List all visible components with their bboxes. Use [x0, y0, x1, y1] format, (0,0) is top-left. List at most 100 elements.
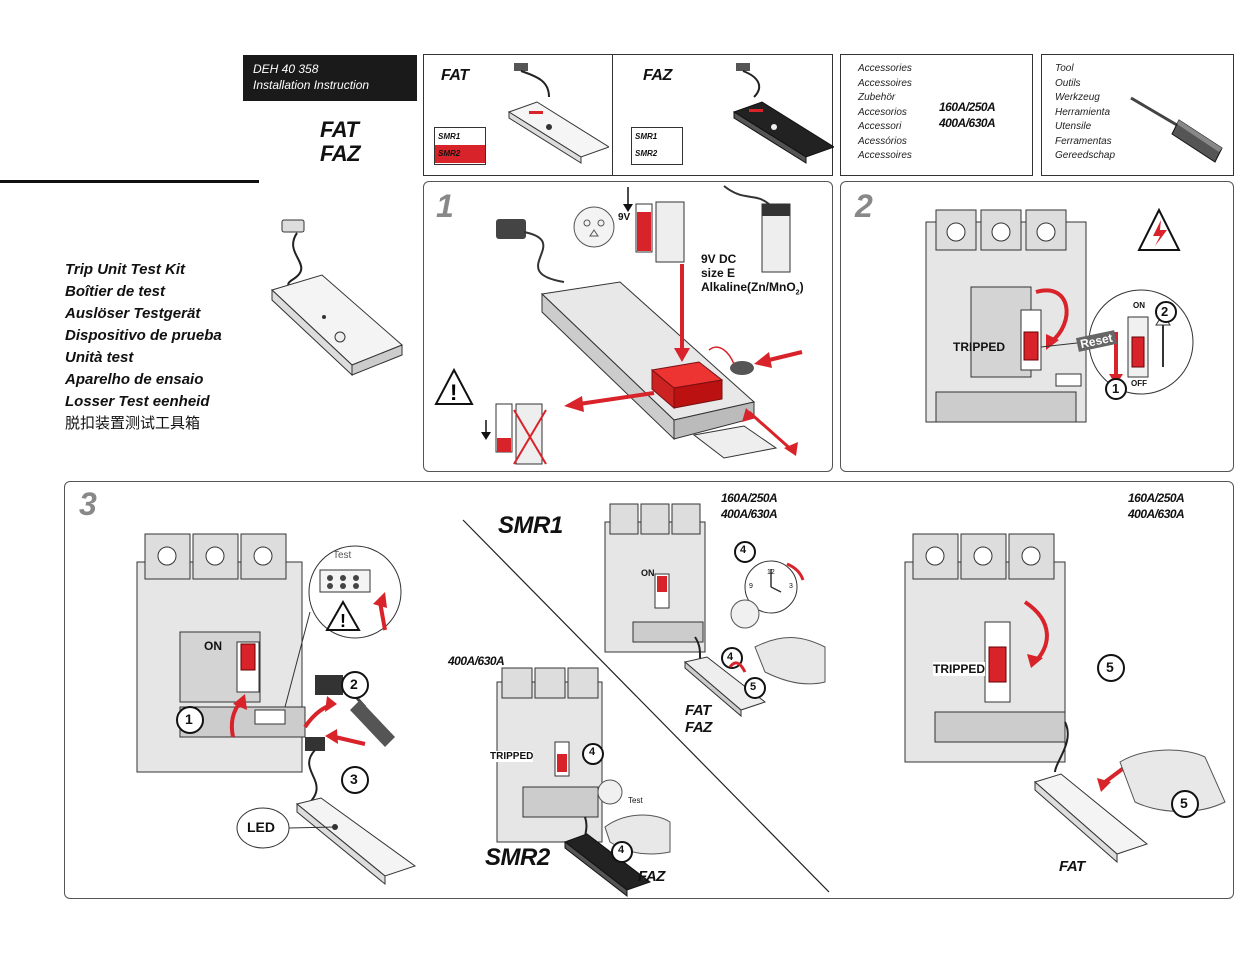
accessories-name: Accessoires: [858, 77, 912, 89]
smr1-on-label: ON: [641, 568, 655, 578]
tool-box: Tool Outils Werkzeug Herramienta Utensil…: [1041, 54, 1234, 176]
switch-off-label: OFF: [1131, 379, 1147, 388]
document-header: DEH 40 358 Installation Instruction: [243, 55, 417, 101]
kit-name-en: Trip Unit Test Kit: [65, 261, 185, 278]
product-box: FAT FAZ SMR1 SMR2 SMR1 SMR2: [423, 54, 834, 176]
right-ratings: 160A/250A 400A/630A: [1128, 490, 1185, 522]
right-fat-label: FAT: [1059, 858, 1085, 875]
smr2-tripped-label: TRIPPED: [490, 751, 534, 762]
battery-voltage-label: 9V: [618, 212, 631, 223]
document-type: Installation Instruction: [253, 78, 370, 92]
accessories-name: Accessori: [858, 121, 902, 132]
smr1-device-labels: FAT FAZ: [685, 702, 712, 736]
battery-spec-chem-end: ): [799, 280, 804, 294]
svg-text:!: !: [340, 611, 346, 631]
battery-spec-chemistry: Alkaline(Zn/MnO2): [701, 280, 804, 300]
product-divider: [612, 55, 613, 175]
accessories-name: Zubehör: [858, 92, 896, 103]
step3-number: 3: [79, 486, 97, 522]
fat-label: FAT: [441, 67, 469, 84]
tool-name: Werkzeug: [1055, 92, 1100, 103]
kit-name-de: Auslöser Testgerät: [65, 305, 201, 322]
smr2-callout-4-breaker: 4: [589, 746, 596, 758]
clock-12: 12: [767, 569, 775, 576]
smr1-rating-1: 160A/250A: [721, 491, 778, 505]
rating-160-250: 160A/250A: [939, 100, 996, 114]
step3-callout-3: 3: [350, 771, 358, 787]
clock-3: 3: [789, 583, 793, 590]
right-callout-5-breaker: 5: [1106, 659, 1114, 675]
battery-spec-voltage: 9V DC: [701, 252, 737, 266]
smr2-heading: SMR2: [485, 844, 550, 871]
smr1-callout-4-clock: 4: [740, 544, 747, 556]
step1-number: 1: [436, 188, 454, 224]
step2-number: 2: [855, 188, 873, 224]
step1-panel: 1 !: [423, 181, 833, 472]
smr1-faz-label: FAZ: [685, 719, 712, 736]
tool-names: Tool Outils Werkzeug Herramienta Utensil…: [1055, 62, 1115, 164]
step3-test-label: Test: [333, 550, 352, 561]
accessories-box: Accessories Accessoires Zubehör Accesori…: [840, 54, 1033, 176]
kit-name-list: Trip Unit Test Kit Boîtier de test Auslö…: [65, 259, 255, 435]
smr1-callout-4-hand: 4: [727, 651, 734, 663]
smr1-heading: SMR1: [498, 512, 563, 539]
screwdriver-icon: [1130, 96, 1223, 163]
clock-9: 9: [749, 583, 753, 590]
tool-name: Herramienta: [1055, 106, 1111, 118]
right-tripped-label: TRIPPED: [933, 662, 986, 676]
battery-spec-size: size E: [701, 266, 736, 280]
document-number: DEH 40 358: [253, 62, 319, 76]
led-label: LED: [247, 819, 275, 835]
smr1-ratings: 160A/250A 400A/630A: [721, 490, 778, 522]
kit-name-pt: Aparelho de ensaio: [65, 371, 204, 388]
step3-callout-2: 2: [350, 676, 358, 692]
switch-on-label: ON: [1133, 301, 1145, 310]
smr2-faz-label: FAZ: [638, 868, 665, 885]
accessories-name: Accessories: [858, 63, 912, 74]
tool-name: Outils: [1055, 77, 1081, 89]
tool-name: Ferramentas: [1055, 135, 1112, 147]
fat-smr1: SMR1: [438, 132, 461, 141]
faz-smr-selector: SMR1 SMR2: [631, 127, 683, 165]
test-kit-illustration: [271, 219, 403, 377]
accessories-names: Accessories Accessoires Zubehör Accesori…: [858, 62, 912, 164]
right-rating-1: 160A/250A: [1128, 491, 1185, 505]
step2-callout-2: 2: [1161, 304, 1169, 319]
title-faz: FAZ: [320, 141, 361, 166]
smr1-fat-label: FAT: [685, 702, 711, 719]
accessories-name: Accessoires: [858, 150, 912, 161]
fat-smr-selector: SMR1 SMR2: [434, 127, 486, 165]
title-rule: [0, 180, 259, 183]
tool-name: Tool: [1055, 63, 1074, 74]
tool-name: Utensile: [1055, 121, 1092, 132]
kit-name-fr: Boîtier de test: [65, 283, 166, 300]
step2-tripped-label: TRIPPED: [953, 340, 1006, 354]
step3-illustration: !: [136, 503, 1226, 898]
faz-label: FAZ: [643, 67, 672, 84]
fat-device-icon: [507, 63, 609, 164]
smr2-test-label: Test: [628, 796, 643, 805]
step3-callout-1: 1: [185, 711, 193, 727]
accessories-name: Acessórios: [858, 135, 907, 147]
faz-smr2: SMR2: [635, 149, 658, 158]
step2-callout-1: 1: [1112, 381, 1120, 396]
tool-name: Gereedschap: [1055, 150, 1116, 161]
battery-spec: 9V DC size E Alkaline(Zn/MnO2): [701, 252, 804, 300]
battery-spec-chem-sub: 2: [795, 289, 800, 297]
smr1-callout-5: 5: [750, 681, 757, 693]
step3-panel: 3 !: [64, 481, 1234, 899]
faz-smr1: SMR1: [635, 132, 658, 141]
rating-400-630: 400A/630A: [939, 116, 996, 130]
smr2-callout-4-hand: 4: [618, 844, 625, 856]
step2-panel: 2 TRIPPED Reset ON OFF 2 1: [840, 181, 1234, 472]
document-title: FAT FAZ: [320, 118, 361, 166]
fat-smr2: SMR2: [435, 145, 485, 163]
right-rating-2: 400A/630A: [1128, 507, 1185, 521]
accessories-name: Accesorios: [858, 106, 907, 118]
faz-device-icon: [732, 63, 834, 164]
battery-install-illustration: !: [434, 185, 803, 465]
kit-name-es: Dispositivo de prueba: [65, 327, 222, 344]
accessories-ratings: 160A/250A 400A/630A: [939, 99, 996, 131]
smr2-rating: 400A/630A: [448, 654, 505, 668]
smr1-rating-2: 400A/630A: [721, 507, 778, 521]
